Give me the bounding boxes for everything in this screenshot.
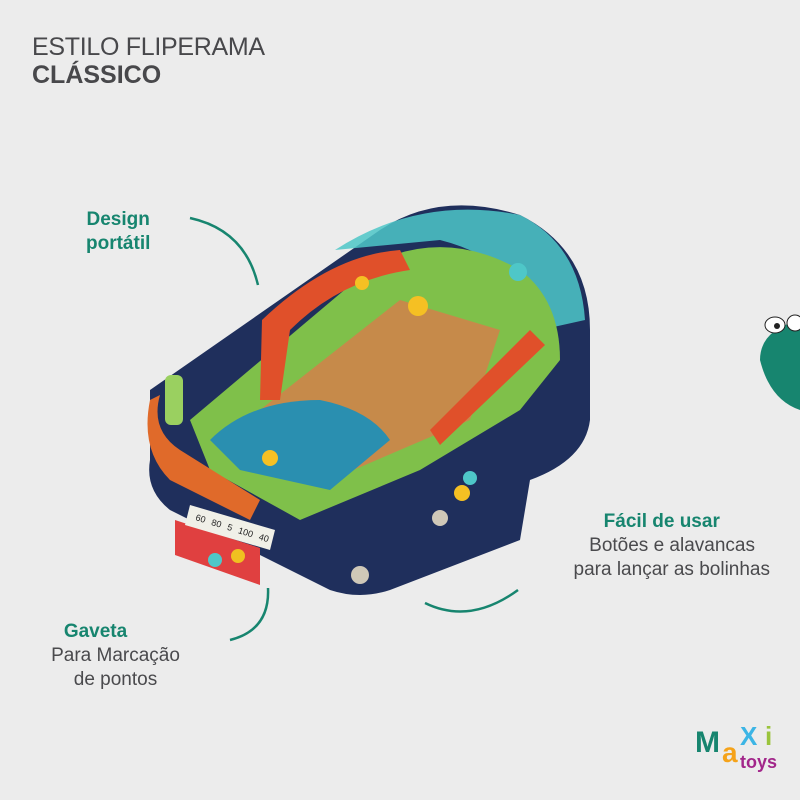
callout-line-facil <box>424 588 519 613</box>
score-label: 40 <box>258 532 271 544</box>
svg-text:a: a <box>722 737 738 768</box>
score-drawer: 60 80 5 100 40 <box>175 505 275 585</box>
maxi-toys-logo: M a X i toys <box>695 721 777 772</box>
score-label: 60 <box>194 512 207 524</box>
callout-line-gaveta <box>229 587 270 642</box>
title-line1: ESTILO FLIPERAMA <box>32 33 265 61</box>
callout-design: Design portátil <box>86 208 150 256</box>
title-line2: CLÁSSICO <box>32 61 162 89</box>
svg-text:i: i <box>765 721 772 751</box>
dome <box>335 209 585 330</box>
svg-text:toys: toys <box>740 752 777 772</box>
callout-gaveta: Gaveta Para Marcação de pontos <box>38 620 193 692</box>
svg-text:X: X <box>740 721 758 751</box>
lever-button <box>432 510 448 526</box>
mascot-peek <box>760 314 800 410</box>
callout-gaveta-line1: Para Marcação <box>51 645 180 666</box>
callout-facil: Fácil de usar Botões e alavancas para la… <box>574 510 770 582</box>
plunger <box>165 375 183 425</box>
pinball-toy: 60 80 5 100 40 <box>147 205 590 595</box>
score-label: 5 <box>226 522 234 533</box>
svg-text:60 80 5: 60 80 5 100 40 <box>194 512 270 544</box>
callout-facil-heading: Fácil de usar <box>603 511 720 532</box>
score-label: 80 <box>210 517 223 529</box>
svg-text:M: M <box>695 726 720 759</box>
launch-button <box>351 566 369 584</box>
callout-facil-line2: para lançar as bolinhas <box>573 559 770 580</box>
callout-design-line1: Design <box>86 209 150 230</box>
callout-gaveta-heading: Gaveta <box>63 621 128 642</box>
callout-facil-line1: Botões e alavancas <box>589 535 755 556</box>
score-label: 100 <box>237 525 254 539</box>
callout-line-design <box>189 216 260 286</box>
callout-gaveta-line2: de pontos <box>73 669 158 690</box>
callout-design-line2: portátil <box>86 233 151 254</box>
